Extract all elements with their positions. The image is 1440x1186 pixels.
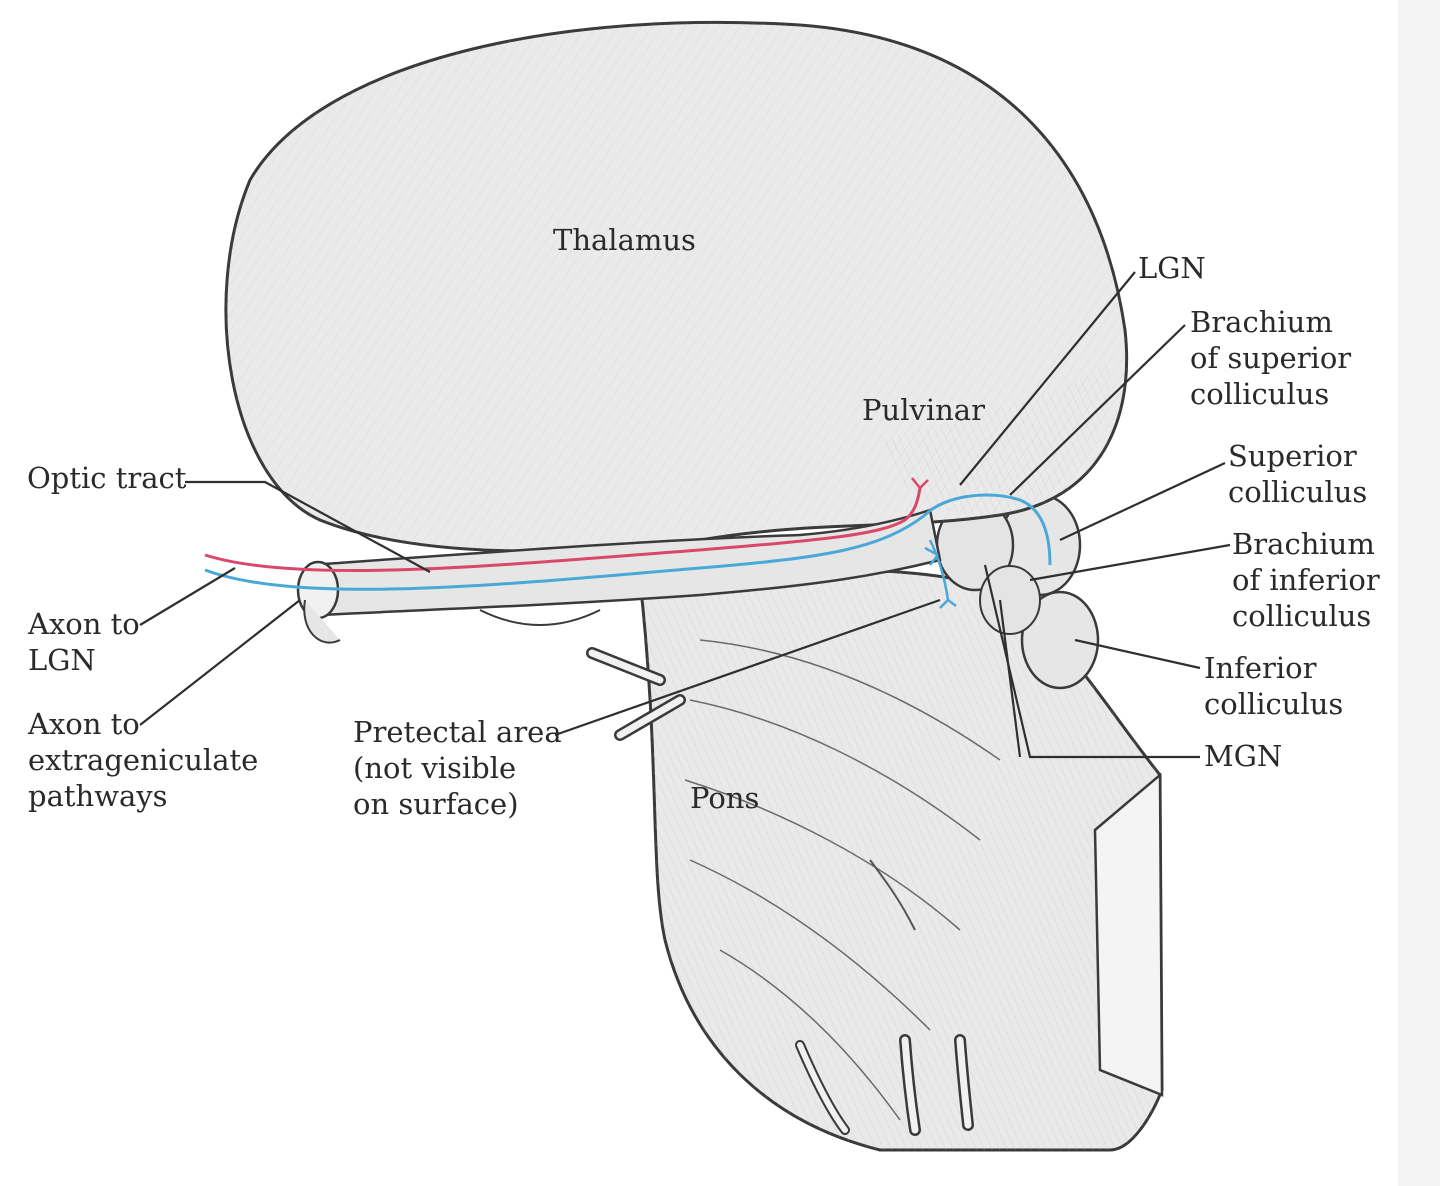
leader-pretectal	[554, 598, 941, 737]
label-pretectal-area: Pretectal area (not visible on surface)	[353, 714, 562, 822]
label-thalamus: Thalamus	[553, 223, 696, 257]
label-mgn: MGN	[1204, 739, 1283, 773]
label-axon-to-lgn: Axon to LGN	[28, 606, 140, 678]
label-inferior-colliculus: Inferior colliculus	[1204, 650, 1343, 722]
label-line: Inferior	[1204, 651, 1317, 685]
axon-extrageniculate-line	[204, 493, 1052, 591]
label-line: Pretectal area	[353, 715, 562, 749]
leader-brachium-superior	[1009, 324, 1186, 496]
label-pons: Pons	[690, 781, 760, 815]
label-line: colliculus	[1204, 687, 1344, 721]
label-line: of inferior	[1232, 563, 1380, 597]
label-superior-colliculus: Superior colliculus	[1228, 438, 1367, 510]
label-brachium-superior-colliculus: Brachium of superior colliculus	[1190, 304, 1351, 412]
leader-brachium-inferior	[1029, 543, 1231, 582]
label-brachium-inferior-colliculus: Brachium of inferior colliculus	[1232, 526, 1380, 634]
label-pulvinar: Pulvinar	[862, 393, 985, 427]
colliculi-shapes	[935, 493, 1100, 690]
leader-inferior-colliculus	[1074, 638, 1201, 670]
leader-axon-lgn	[139, 567, 236, 626]
pons-shape	[586, 567, 1164, 1152]
leader-lgn	[959, 271, 1136, 486]
background-strip	[1398, 0, 1440, 1186]
axon-extrageniculate-branch	[924, 539, 957, 609]
leader-superior-colliculus	[1059, 462, 1226, 541]
thalamus-shape	[224, 20, 1129, 553]
label-line: Axon to	[28, 707, 140, 741]
label-line: LGN	[28, 643, 96, 677]
label-line: Brachium	[1190, 305, 1333, 339]
leader-lines	[139, 271, 1231, 759]
label-line: extrageniculate	[28, 743, 259, 777]
label-line: on surface)	[353, 787, 519, 821]
label-axon-extrageniculate: Axon to extrageniculate pathways	[28, 706, 258, 814]
label-line: colliculus	[1232, 599, 1372, 633]
label-lgn: LGN	[1138, 251, 1206, 285]
leader-optic-tract	[185, 480, 431, 573]
label-line: pathways	[28, 779, 168, 813]
axon-to-lgn-line	[204, 487, 922, 573]
label-line: colliculus	[1228, 475, 1368, 509]
label-line: of superior	[1190, 341, 1352, 375]
optic-tract-shape	[296, 508, 942, 644]
leader-axon-extrageniculate	[139, 599, 301, 726]
label-optic-tract: Optic tract	[27, 461, 187, 495]
leader-mgn-2	[998, 599, 1022, 758]
leader-mgn	[983, 564, 1200, 759]
label-line: Superior	[1228, 439, 1357, 473]
axon-to-lgn-branch	[911, 477, 929, 489]
label-line: (not visible	[353, 751, 517, 785]
label-line: Axon to	[28, 607, 140, 641]
label-line: Brachium	[1232, 527, 1375, 561]
label-line: colliculus	[1190, 377, 1330, 411]
